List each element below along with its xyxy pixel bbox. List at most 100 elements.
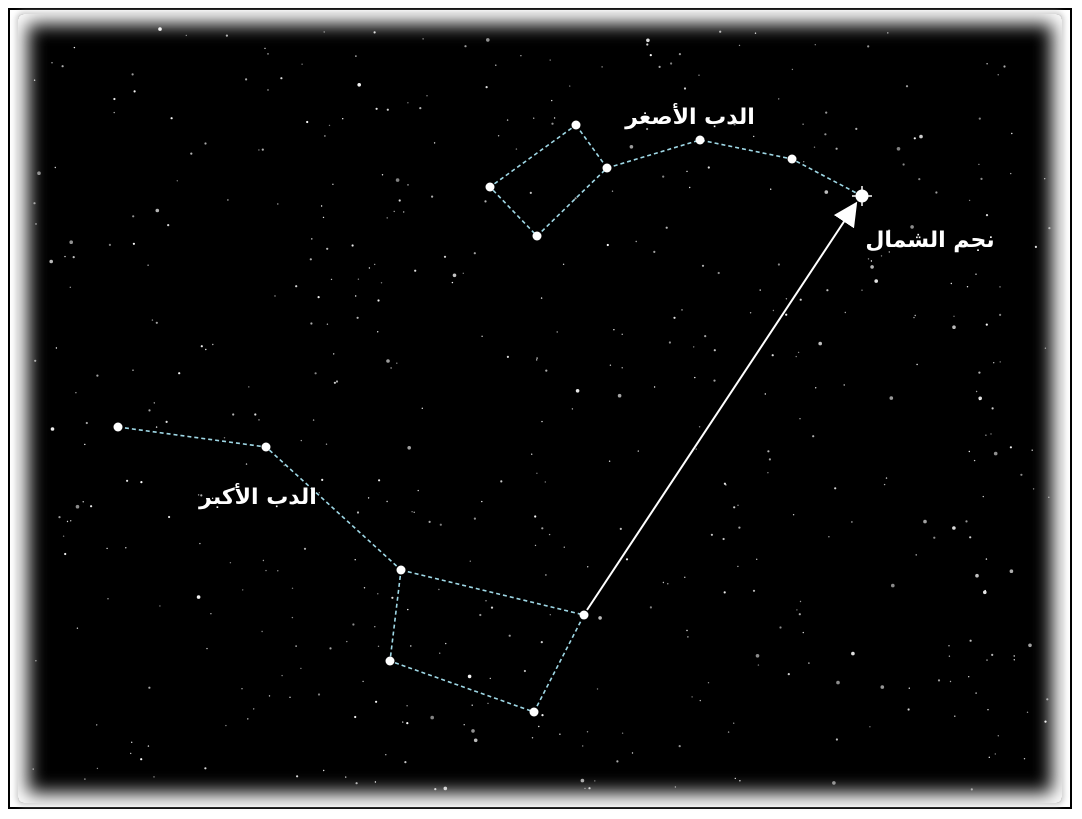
background-star: [663, 582, 664, 583]
background-star: [313, 419, 314, 420]
background-star: [808, 662, 809, 663]
background-star: [364, 587, 365, 588]
background-star: [713, 380, 715, 382]
background-star: [793, 514, 794, 515]
background-star: [487, 703, 488, 704]
background-star: [610, 365, 611, 366]
background-star: [190, 153, 192, 155]
background-star: [719, 31, 721, 33]
background-star: [438, 589, 439, 590]
background-star: [733, 723, 734, 724]
background-star: [406, 722, 408, 724]
background-star: [33, 202, 35, 204]
background-star: [753, 136, 754, 137]
background-star: [509, 635, 511, 637]
background-star: [978, 164, 979, 165]
background-star: [587, 731, 588, 732]
background-star: [414, 270, 416, 272]
background-star: [453, 274, 457, 278]
background-star: [407, 184, 408, 185]
background-star: [714, 349, 716, 351]
background-star: [355, 295, 356, 296]
background-star: [531, 454, 532, 455]
background-star: [868, 258, 869, 259]
background-star: [280, 77, 282, 79]
background-star: [1048, 227, 1050, 229]
background-star: [968, 676, 969, 677]
background-star: [753, 590, 755, 592]
background-star: [995, 753, 996, 754]
background-star: [429, 521, 431, 523]
background-star: [814, 147, 815, 148]
background-star: [1011, 133, 1012, 134]
background-star: [486, 86, 488, 88]
background-star: [812, 435, 814, 437]
background-star: [227, 199, 228, 200]
background-star: [756, 559, 757, 560]
background-star: [948, 645, 949, 646]
background-star: [422, 38, 423, 39]
background-star: [572, 408, 573, 409]
background-star: [258, 149, 259, 150]
background-star: [55, 167, 56, 168]
background-star: [84, 778, 85, 779]
background-star: [818, 342, 822, 346]
background-star: [890, 396, 894, 400]
background-star: [949, 656, 950, 657]
background-star: [796, 356, 797, 357]
background-star: [274, 295, 275, 296]
background-star: [767, 472, 768, 473]
background-star: [414, 512, 415, 513]
background-star: [37, 171, 41, 175]
background-star: [474, 739, 478, 743]
background-star: [870, 265, 874, 269]
background-star: [345, 776, 346, 777]
background-star: [374, 626, 375, 627]
background-star: [75, 392, 76, 393]
background-star: [582, 745, 583, 746]
background-star: [832, 781, 836, 785]
background-star: [737, 566, 738, 567]
background-star: [524, 670, 526, 672]
background-star: [800, 601, 801, 602]
background-star: [56, 347, 57, 348]
background-star: [152, 319, 153, 320]
background-star: [874, 279, 878, 283]
background-star: [700, 700, 701, 701]
background-star: [368, 497, 369, 498]
background-star: [377, 299, 379, 301]
background-star: [204, 767, 206, 769]
background-star: [168, 516, 170, 518]
background-star: [295, 285, 297, 287]
background-star: [908, 708, 910, 710]
background-star: [329, 125, 330, 126]
background-star: [673, 317, 675, 319]
background-star: [516, 148, 517, 149]
background-star: [422, 408, 423, 409]
background-star: [177, 180, 178, 181]
background-star: [156, 209, 160, 213]
background-star: [554, 117, 555, 118]
background-star: [90, 505, 92, 507]
background-star: [106, 548, 107, 549]
background-star: [536, 473, 537, 474]
background-star: [381, 282, 382, 283]
background-star: [498, 135, 499, 136]
background-star: [913, 317, 914, 318]
background-star: [130, 753, 131, 754]
background-star: [686, 171, 687, 172]
background-star: [836, 738, 838, 740]
background-star: [33, 768, 34, 769]
background-star: [374, 264, 375, 265]
background-star: [541, 297, 542, 298]
background-star: [336, 380, 338, 382]
background-star: [1027, 712, 1028, 713]
background-star: [96, 724, 97, 725]
background-star: [952, 526, 956, 530]
background-star: [803, 632, 804, 633]
background-star: [140, 758, 142, 760]
background-star: [463, 273, 464, 274]
background-star: [906, 85, 908, 87]
background-star: [201, 345, 203, 347]
background-star: [545, 574, 546, 575]
